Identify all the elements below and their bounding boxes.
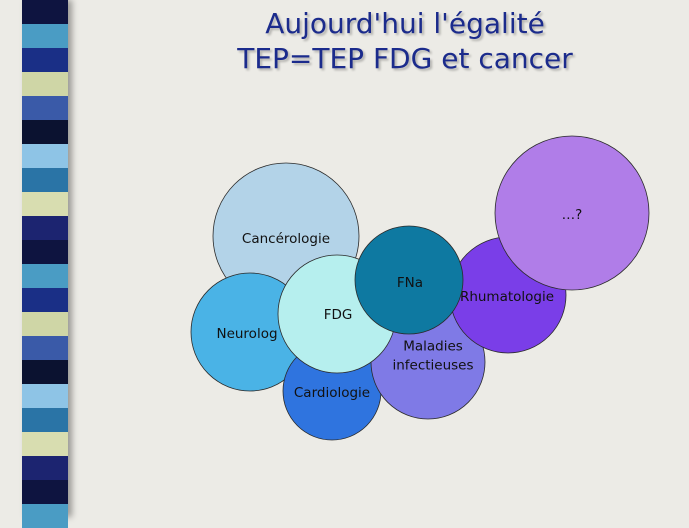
bubble-inconnu: …?	[494, 135, 650, 291]
strip-band	[22, 288, 68, 312]
slide: Aujourd'hui l'égalité TEP=TEP FDG et can…	[22, 0, 650, 528]
strip-band	[22, 408, 68, 432]
strip-band	[22, 264, 68, 288]
strip-band	[22, 120, 68, 144]
strip-band	[22, 432, 68, 456]
strip-band	[22, 96, 68, 120]
bubble-inconnu-circle	[494, 135, 650, 291]
bubble-maladies-infectieuses-label: infectieuses	[392, 358, 473, 374]
strip-band	[22, 216, 68, 240]
strip-band	[22, 384, 68, 408]
bubble-fna-circle	[354, 225, 464, 335]
strip-band	[22, 240, 68, 264]
bubble-neurologie-label: Neurolog	[216, 326, 277, 342]
slide-title: Aujourd'hui l'égalité TEP=TEP FDG et can…	[170, 6, 640, 76]
bubble-fna-label: FNa	[397, 275, 423, 291]
strip-band	[22, 312, 68, 336]
strip-band	[22, 144, 68, 168]
strip-band	[22, 48, 68, 72]
bubble-cardiologie-label: Cardiologie	[294, 385, 370, 401]
strip-band	[22, 0, 68, 24]
strip-band	[22, 168, 68, 192]
decorative-striped-bar	[22, 0, 68, 528]
strip-band	[22, 24, 68, 48]
bubble-rhumatologie-label: Rhumatologie	[460, 289, 554, 305]
strip-band	[22, 336, 68, 360]
bubble-maladies-infectieuses-label: Maladies	[403, 339, 463, 355]
bubble-cancerologie-label: Cancérologie	[242, 231, 330, 247]
strip-band	[22, 192, 68, 216]
title-line-2: TEP=TEP FDG et cancer	[237, 42, 573, 75]
strip-band	[22, 360, 68, 384]
title-line-1: Aujourd'hui l'égalité	[265, 7, 545, 40]
bubble-fdg-label: FDG	[324, 307, 353, 323]
strip-band	[22, 480, 68, 504]
strip-band	[22, 456, 68, 480]
bubble-inconnu-label: …?	[562, 207, 583, 223]
bubble-fna: FNa	[354, 225, 464, 335]
strip-band	[22, 72, 68, 96]
